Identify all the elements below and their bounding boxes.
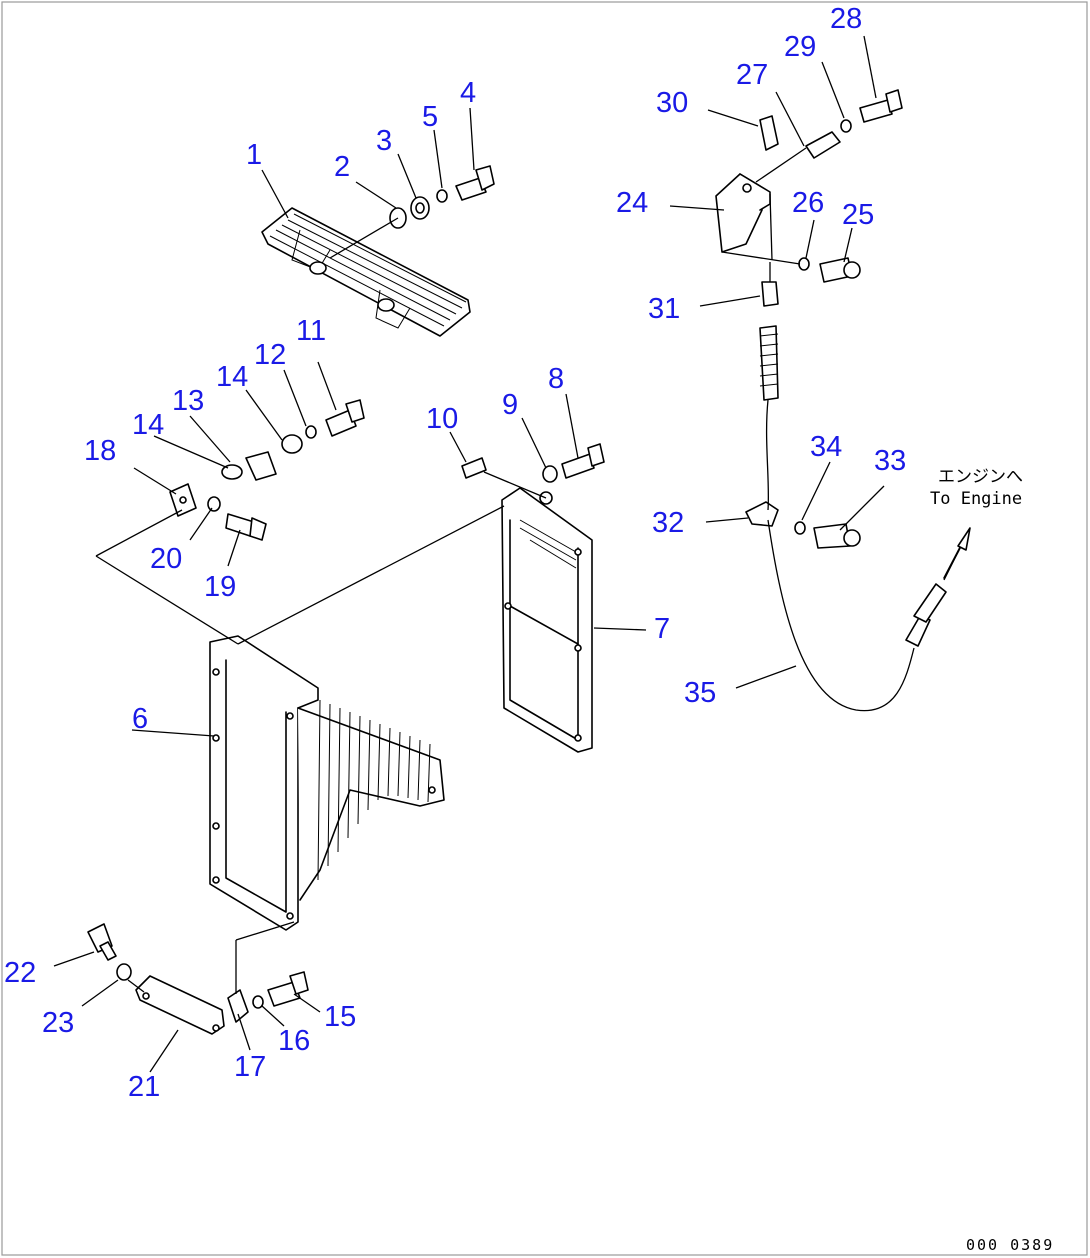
- callout-6: 6: [132, 703, 148, 735]
- callout-8: 8: [548, 363, 564, 395]
- callout-12: 12: [254, 339, 286, 371]
- callout-4: 4: [460, 77, 476, 109]
- document-number: 000 0389: [966, 1236, 1054, 1254]
- callout-17: 17: [234, 1051, 266, 1083]
- callout-30: 30: [656, 87, 688, 119]
- part-cover-housing: [209, 635, 445, 931]
- part-cable-assembly: [715, 89, 971, 712]
- callout-23: 23: [42, 1007, 74, 1039]
- callout-1: 1: [246, 139, 262, 171]
- part-panel: [501, 487, 593, 753]
- part-panel-fasteners: [461, 443, 605, 499]
- callout-33: 33: [874, 445, 906, 477]
- part-bottom-bracket: [87, 921, 309, 1035]
- annotation-english: To Engine: [930, 489, 1022, 509]
- callout-24: 24: [616, 187, 648, 219]
- callout-9: 9: [502, 389, 518, 421]
- callout-14-lower: 14: [132, 409, 164, 441]
- callout-13: 13: [172, 385, 204, 417]
- callout-3: 3: [376, 125, 392, 157]
- callout-21: 21: [128, 1071, 160, 1103]
- part-step-grating: [261, 207, 471, 337]
- part-left-fasteners: [95, 399, 505, 645]
- callout-15: 15: [324, 1001, 356, 1033]
- callout-31: 31: [648, 293, 680, 325]
- callout-34: 34: [810, 431, 842, 463]
- callout-25: 25: [842, 199, 874, 231]
- callout-7: 7: [654, 613, 670, 645]
- callout-11: 11: [296, 315, 326, 347]
- callout-14-upper: 14: [216, 361, 248, 393]
- annotation-japanese: エンジンへ: [938, 467, 1023, 487]
- callout-29: 29: [784, 31, 816, 63]
- callout-10: 10: [426, 403, 458, 435]
- callout-20: 20: [150, 543, 182, 575]
- callout-26: 26: [792, 187, 824, 219]
- callout-5: 5: [422, 101, 438, 133]
- callout-leaders: [53, 35, 885, 1073]
- callout-27: 27: [736, 59, 768, 91]
- callout-labels: 1 2 3 4 5 6 7 8 9 10 11 12 13 14 14 15 1…: [4, 3, 906, 1103]
- callout-16: 16: [278, 1025, 310, 1057]
- callout-35: 35: [684, 677, 716, 709]
- callout-22: 22: [4, 957, 36, 989]
- callout-2: 2: [334, 151, 350, 183]
- part-fasteners-top: [329, 165, 495, 259]
- callout-19: 19: [204, 571, 236, 603]
- callout-18: 18: [84, 435, 116, 467]
- callout-32: 32: [652, 507, 684, 539]
- callout-28: 28: [830, 3, 862, 35]
